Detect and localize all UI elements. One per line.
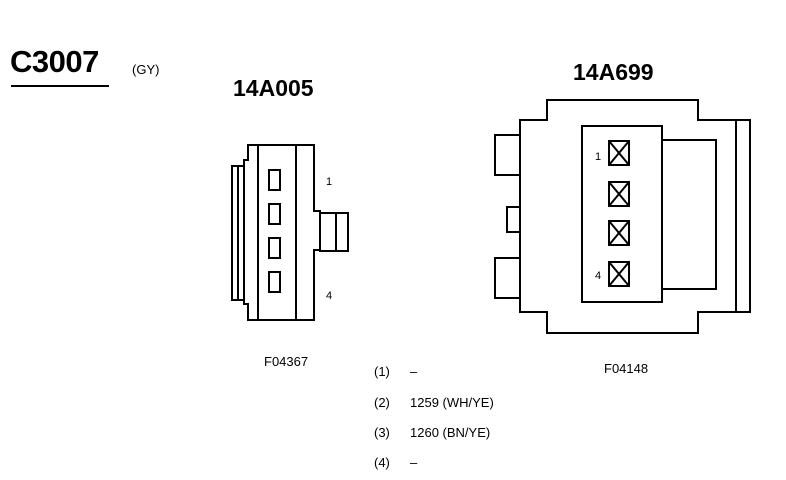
right-connector-protrusion bbox=[494, 134, 521, 176]
pinout-row: (3) 1260 (BN/YE) bbox=[374, 425, 490, 440]
pinout-row: (4) – bbox=[374, 455, 417, 470]
left-connector-cavity bbox=[268, 271, 281, 293]
left-connector-tab bbox=[319, 212, 349, 252]
pinout-row: (2) 1259 (WH/YE) bbox=[374, 395, 494, 410]
right-connector-terminal bbox=[608, 140, 630, 166]
left-figure-ref: F04367 bbox=[264, 354, 309, 369]
right-connector-protrusion bbox=[494, 257, 521, 299]
connector-color: (GY) bbox=[132, 62, 160, 77]
left-pin-first-label: 1 bbox=[326, 176, 332, 188]
left-connector-cavity bbox=[268, 237, 281, 259]
left-connector-cavity bbox=[268, 203, 281, 225]
right-pin-first-label: 1 bbox=[595, 151, 601, 163]
right-connector-pin-housing bbox=[581, 125, 663, 303]
right-connector-terminal bbox=[608, 220, 630, 246]
left-connector-part-number: 14A005 bbox=[233, 75, 314, 101]
right-connector-terminal bbox=[608, 181, 630, 207]
connector-id-underline bbox=[11, 85, 109, 87]
right-connector-part-number: 14A699 bbox=[573, 59, 654, 85]
right-figure-ref: F04148 bbox=[604, 361, 649, 376]
pinout-circuit: 1259 (WH/YE) bbox=[410, 395, 494, 410]
pinout-circuit: 1260 (BN/YE) bbox=[410, 425, 491, 440]
pinout-pin: (3) bbox=[374, 425, 390, 440]
pinout-circuit: – bbox=[410, 364, 418, 379]
right-connector-drawing bbox=[494, 99, 751, 334]
pinout-pin: (4) bbox=[374, 455, 390, 470]
left-connector-cavity bbox=[268, 169, 281, 191]
pinout-pin: (1) bbox=[374, 364, 390, 379]
right-connector-terminal bbox=[608, 261, 630, 287]
pinout-circuit: – bbox=[410, 455, 418, 470]
right-connector-edge bbox=[735, 119, 751, 313]
pinout-row: (1) – bbox=[374, 364, 417, 379]
left-connector-body bbox=[243, 144, 321, 321]
left-connector-drawing bbox=[231, 144, 349, 321]
right-connector-inner-frame bbox=[662, 139, 717, 290]
pinout-pin: (2) bbox=[374, 395, 390, 410]
right-connector-protrusion bbox=[506, 206, 521, 233]
left-pin-last-label: 4 bbox=[326, 290, 332, 302]
right-connector-body bbox=[519, 99, 737, 334]
connector-id: C3007 bbox=[10, 44, 99, 79]
right-pin-last-label: 4 bbox=[595, 270, 601, 282]
